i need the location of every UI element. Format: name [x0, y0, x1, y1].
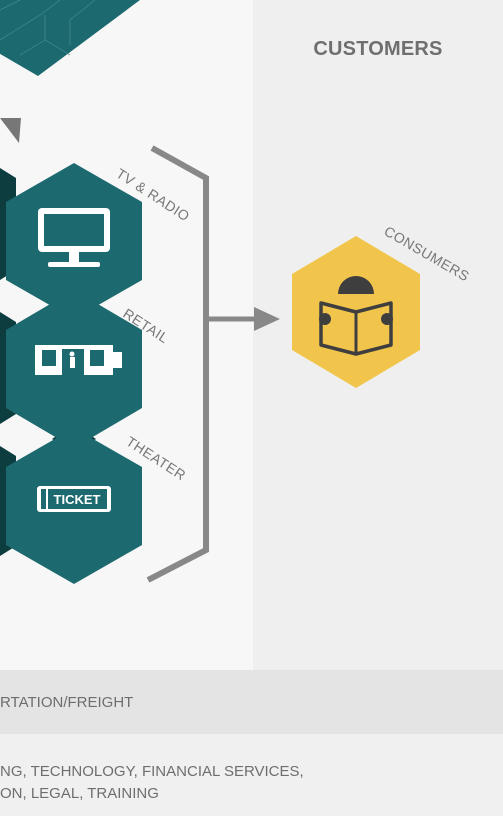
store-icon: [35, 345, 122, 375]
customers-title: CUSTOMERS: [313, 38, 443, 60]
reader-icon: [319, 276, 393, 356]
top-arrow-icon: [0, 118, 21, 143]
services-band-line2: ON, LEGAL, TRAINING: [0, 785, 159, 802]
services-band: [0, 734, 503, 816]
services-band-line1: NG, TECHNOLOGY, FINANCIAL SERVICES,: [0, 763, 304, 780]
top-hexagon: [0, 0, 140, 76]
supply-chain-diagram: TICKET TV & RADIO RETAIL THEATER CONSUME…: [0, 0, 472, 584]
logistics-band-text: RTATION/FREIGHT: [0, 694, 134, 711]
channels-bracket: [146, 145, 209, 583]
ticket-icon-text: TICKET: [54, 492, 101, 507]
arrowhead-icon: [254, 307, 280, 331]
ticket-icon: TICKET: [37, 486, 111, 512]
logistics-band: [0, 670, 503, 734]
tv-icon: [38, 208, 110, 267]
